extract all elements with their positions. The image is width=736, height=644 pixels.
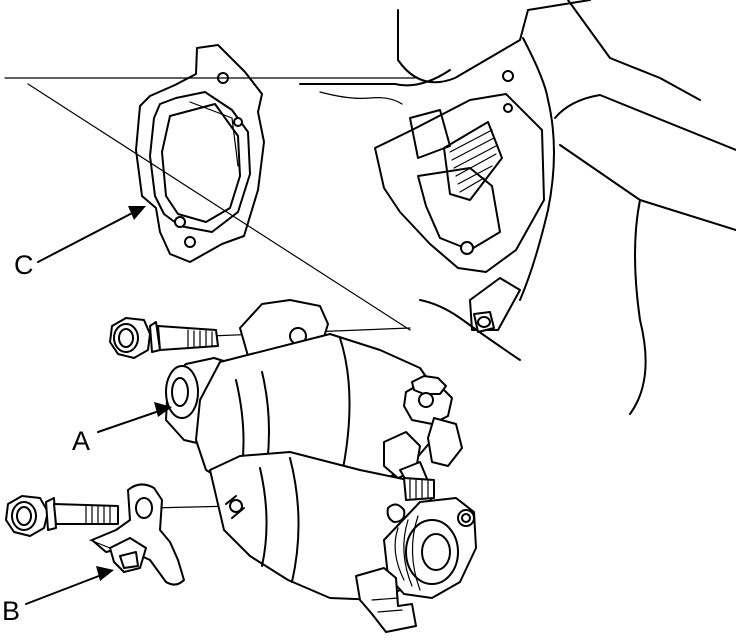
callout-label-c: C [14, 250, 34, 280]
s-terminal-connector [383, 431, 435, 523]
b-terminal-bracket [355, 567, 417, 633]
upper-mounting-bolt [109, 317, 219, 359]
starter-motor-a [165, 299, 477, 633]
starter-gasket-c [135, 44, 265, 263]
harness-bracket-b [89, 483, 185, 586]
lower-mounting-bolt [5, 495, 119, 537]
ring-gear [443, 121, 503, 201]
engine-mount-bolt [473, 311, 495, 333]
solenoid-terminal [403, 375, 463, 467]
callout-leader-a [97, 402, 172, 433]
callout-leader-b [25, 566, 114, 605]
callout-leader-c [37, 206, 146, 263]
callout-label-a: A [72, 426, 90, 456]
callout-label-b: B [2, 596, 20, 626]
engine-block [299, 0, 736, 415]
